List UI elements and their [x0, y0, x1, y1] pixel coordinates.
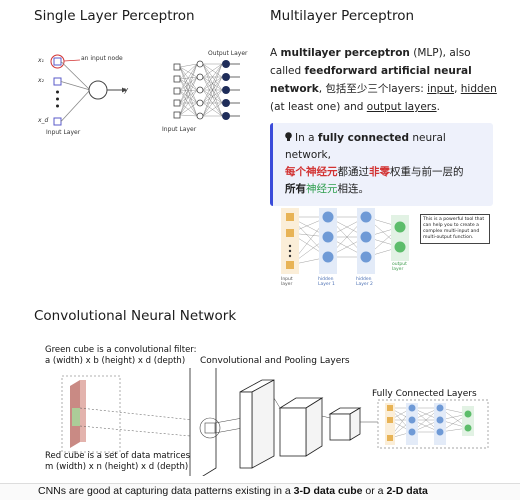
conv-pool-label: Convolutional and Pooling Layers — [200, 356, 350, 366]
slp-diagram — [50, 54, 240, 126]
input-node-1 — [53, 57, 62, 66]
x1-label: x₁ — [38, 57, 44, 64]
green-cube-caption-1: Green cube is a convolutional filter: — [45, 345, 197, 355]
mlp-hidden1-label: hidden Layer 1 — [318, 277, 335, 287]
mlp-note-box: This is a powerful tool that can help yo… — [420, 214, 490, 244]
input-node-d — [53, 117, 62, 126]
bottom-caption-strip — [0, 483, 520, 500]
fc-label: Fully Connected Layers — [372, 389, 477, 399]
cnn-title: Convolutional Neural Network — [34, 308, 237, 324]
green-filter-cube — [72, 408, 80, 426]
mlp-description: A multilayer perceptron (MLP), also call… — [270, 47, 497, 113]
mlp-title: Multilayer Perceptron — [270, 8, 415, 24]
mlp-mini-output-label: Output Layer — [208, 50, 248, 57]
mlp-output-label: output layer — [392, 262, 407, 272]
mlp-mini-diagram — [173, 60, 240, 120]
bottom-caption: CNNs are good at capturing data patterns… — [38, 485, 428, 497]
mlp-hidden2-label: hidden Layer 2 — [356, 277, 373, 287]
slp-input-layer-label: Input Layer — [46, 129, 81, 136]
mlp-mini-input-label: Input Layer — [162, 126, 197, 133]
mlp-network-diagram — [281, 208, 409, 274]
red-cube-caption-1: Red cube is a set of data matrices: — [45, 451, 193, 461]
lightbulb-icon — [285, 131, 292, 141]
input-node-2 — [53, 77, 62, 86]
y-label: y — [124, 86, 129, 94]
slp-title: Single Layer Perceptron — [34, 8, 195, 24]
cnn-diagram — [61, 368, 489, 476]
green-cube-caption-2: a (width) x b (height) x d (depth) — [45, 356, 186, 366]
red-cube-caption-2: m (width) x n (height) x d (depth) — [45, 462, 189, 472]
output-neuron — [88, 80, 108, 100]
mlp-input-layer-label: Input layer — [281, 277, 293, 287]
x2-label: x₂ — [38, 77, 44, 84]
input-node-label: an input node — [81, 55, 123, 62]
input-node-highlight — [50, 54, 65, 69]
fully-connected-callout: In a fully connected neural network, 每个神… — [270, 123, 493, 206]
xd-label: x_d — [38, 117, 49, 124]
